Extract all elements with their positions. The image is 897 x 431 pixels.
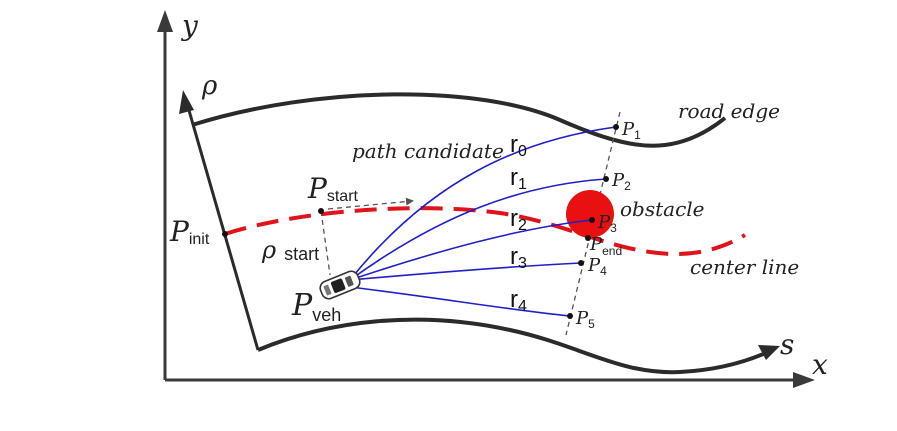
rho-axis-line bbox=[184, 99, 260, 351]
path-r4 bbox=[349, 286, 571, 317]
s-axis-arrowhead bbox=[758, 345, 780, 360]
p-veh-label: Pveh bbox=[291, 288, 341, 325]
marker-p-end bbox=[585, 235, 591, 241]
marker-p-start bbox=[318, 208, 324, 214]
path-r0-label: r0 bbox=[510, 131, 527, 160]
road-edge-label: road edge bbox=[678, 99, 780, 123]
rho-axis-arrowhead bbox=[179, 90, 194, 114]
road-edge-bottom bbox=[257, 317, 769, 375]
path-r1-label: r1 bbox=[510, 164, 527, 193]
point-markers bbox=[222, 124, 619, 319]
path-candidates bbox=[349, 126, 617, 317]
y-axis-label: y bbox=[180, 9, 199, 42]
marker-p3 bbox=[589, 217, 595, 223]
path-r2 bbox=[349, 219, 593, 281]
path-r3-label: r3 bbox=[510, 243, 527, 272]
rho-axis-label: ρ bbox=[201, 71, 218, 101]
p-end-label: Pend bbox=[589, 234, 622, 258]
p-init-label: Pinit bbox=[169, 215, 210, 248]
p3-label: P3 bbox=[597, 212, 617, 235]
rho-start-line bbox=[320, 210, 331, 276]
center-line-label: center line bbox=[690, 255, 799, 279]
road-edge-top bbox=[191, 92, 727, 148]
path-r1 bbox=[349, 178, 607, 281]
p1-label: P1 bbox=[621, 119, 641, 142]
marker-p4 bbox=[578, 260, 584, 266]
x-axis-arrowhead bbox=[793, 372, 815, 388]
p4-label: P4 bbox=[587, 255, 607, 278]
s-axis-label: s bbox=[780, 328, 794, 361]
marker-p2 bbox=[603, 176, 609, 182]
p5-label: P5 bbox=[575, 308, 595, 331]
obstacle-label: obstacle bbox=[620, 197, 705, 221]
lateral-reference-line bbox=[565, 111, 621, 336]
p-start-label: Pstart bbox=[307, 172, 359, 205]
path-r0 bbox=[349, 126, 617, 281]
rho-axis bbox=[179, 90, 260, 351]
vehicle-icon bbox=[319, 270, 361, 300]
center-line bbox=[224, 206, 747, 256]
marker-p5 bbox=[567, 313, 573, 319]
cartesian-axes bbox=[157, 10, 815, 388]
path-candidate-label: path candidate bbox=[352, 139, 504, 163]
p2-label: P2 bbox=[611, 170, 631, 193]
obstacle-circle bbox=[566, 190, 614, 238]
path-r2-label: r2 bbox=[510, 205, 527, 234]
x-axis-label: x bbox=[812, 348, 828, 381]
path-r4-label: r4 bbox=[510, 286, 527, 315]
marker-p1 bbox=[613, 124, 619, 130]
path-r3 bbox=[349, 262, 582, 281]
y-axis-arrowhead bbox=[157, 10, 173, 32]
marker-p-init bbox=[222, 231, 228, 237]
